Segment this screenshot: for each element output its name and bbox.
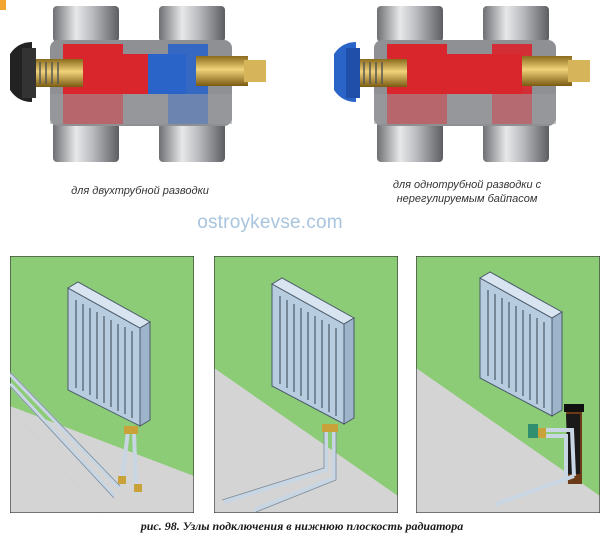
watermark: ostroykevse.com xyxy=(197,212,343,233)
panel-niche-pipes xyxy=(416,256,600,513)
panel-wall-pipes xyxy=(214,256,398,513)
caption-two-pipe: для двухтрубной разводки xyxy=(71,185,209,197)
caption-one-pipe: для однотрубной разводки с нерегулируемы… xyxy=(362,178,572,206)
corner-mark xyxy=(0,0,6,10)
caption-one-pipe-line2: нерегулируемым байпасом xyxy=(396,193,538,205)
figure-caption: рис. 98. Узлы подключения в нижнюю плоск… xyxy=(140,519,464,533)
caption-one-pipe-line1: для однотрубной разводки с xyxy=(392,179,542,191)
valve-two-pipe xyxy=(8,4,270,168)
panel-floor-pipes xyxy=(10,256,194,513)
valve-one-pipe xyxy=(332,4,594,168)
